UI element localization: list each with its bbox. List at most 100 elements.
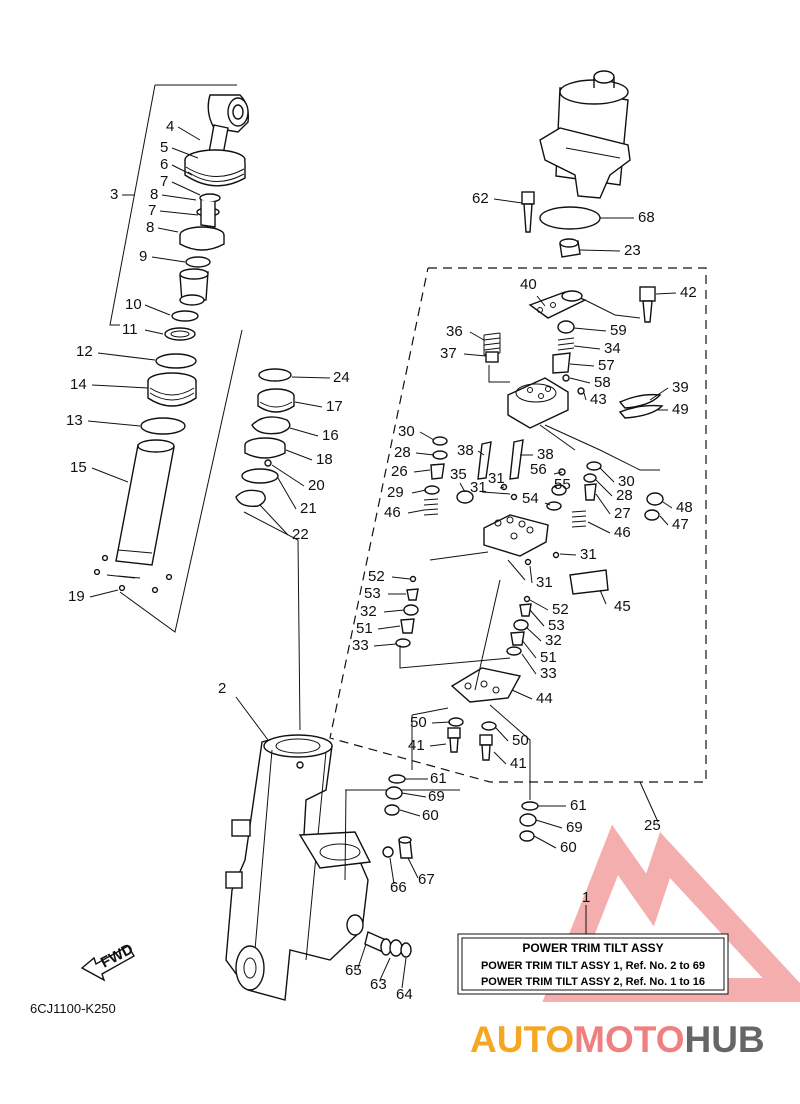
valve-block-parts (384, 286, 664, 842)
callout-68: 68 (638, 209, 655, 226)
callout-leader-15 (91, 467, 129, 483)
callout-54: 54 (522, 490, 539, 507)
seal-stack (235, 368, 301, 731)
callout-leader-39 (649, 387, 669, 401)
callout-leader-37 (463, 353, 487, 357)
callout-28: 28 (394, 444, 411, 461)
callout-leader-18 (285, 449, 313, 461)
callout-22: 22 (292, 526, 309, 543)
callout-leader-67 (407, 857, 419, 879)
info-box-line-1: POWER TRIM TILT ASSY 1, Ref. No. 2 to 69 (481, 960, 705, 972)
callout-30: 30 (398, 423, 415, 440)
callout-14: 14 (70, 376, 87, 393)
callout-57: 57 (598, 357, 615, 374)
callout-52: 52 (368, 568, 385, 585)
callout-leader-4 (177, 126, 201, 141)
cylinder-housing (225, 734, 460, 1001)
callout-leader-52 (529, 599, 549, 611)
callout-29: 29 (387, 484, 404, 501)
callout-35: 35 (450, 466, 467, 483)
callout-27: 27 (614, 505, 631, 522)
callout-leader-23 (579, 249, 621, 252)
callout-6: 6 (160, 156, 168, 173)
callout-58: 58 (594, 374, 611, 391)
callout-31: 31 (536, 574, 553, 591)
callout-25: 25 (644, 817, 661, 834)
callout-38: 38 (537, 446, 554, 463)
watermark-logo (542, 824, 800, 1002)
fwd-label: FWD (98, 940, 136, 971)
trim-motor (539, 70, 631, 258)
callout-69: 69 (566, 819, 583, 836)
callout-leader-46 (407, 509, 425, 514)
callout-56: 56 (530, 461, 547, 478)
callout-leader-2 (235, 696, 269, 741)
callout-49: 49 (672, 401, 689, 418)
callout-53: 53 (364, 585, 381, 602)
callout-leader-50 (495, 727, 509, 742)
callout-leader-45 (599, 589, 607, 605)
callout-53: 53 (548, 617, 565, 634)
callout-42: 42 (680, 284, 697, 301)
callout-18: 18 (316, 451, 333, 468)
callout-leader-64 (401, 957, 407, 989)
callout-19: 19 (68, 588, 85, 605)
callout-46: 46 (384, 504, 401, 521)
callout-66: 66 (390, 879, 407, 896)
callout-leader-28 (595, 479, 613, 497)
callout-leader-27 (595, 493, 611, 515)
callout-50: 50 (410, 714, 427, 731)
callout-5: 5 (160, 139, 168, 156)
callout-leader-32 (525, 626, 542, 642)
callout-15: 15 (70, 459, 87, 476)
callout-7: 7 (148, 202, 156, 219)
callout-2: 2 (218, 680, 226, 697)
callout-38: 38 (457, 442, 474, 459)
callout-leader-33 (373, 643, 397, 647)
callout-leader-35 (459, 482, 466, 493)
callout-32: 32 (360, 603, 377, 620)
callout-leader-43 (583, 392, 587, 401)
callout-8: 8 (146, 219, 154, 236)
callout-50: 50 (512, 732, 529, 749)
callout-21: 21 (300, 500, 317, 517)
watermark-auto: AUTO (470, 1019, 574, 1060)
callout-leader-30 (599, 467, 615, 483)
callout-leader-19 (89, 589, 119, 598)
callout-leader-57 (569, 363, 595, 367)
callout-16: 16 (322, 427, 339, 444)
callout-45: 45 (614, 598, 631, 615)
callout-leader-53 (529, 609, 545, 627)
callout-leader-56 (553, 471, 563, 475)
callout-37: 37 (440, 345, 457, 362)
callout-leader-50 (431, 721, 451, 724)
callout-leader-13 (87, 420, 141, 427)
callout-leader-7 (159, 210, 199, 216)
callout-31: 31 (580, 546, 597, 563)
callout-40: 40 (520, 276, 537, 293)
callout-20: 20 (308, 477, 325, 494)
callout-41: 41 (408, 737, 425, 754)
callout-leader-65 (357, 943, 367, 969)
callout-leader-8 (157, 227, 179, 233)
assembly-info-box: 1 POWER TRIM TILT ASSY POWER TRIM TILT A… (457, 889, 729, 995)
callout-leader-34 (573, 345, 601, 350)
callout-64: 64 (396, 986, 413, 1003)
callout-52: 52 (552, 601, 569, 618)
callout-59: 59 (610, 322, 627, 339)
watermark-text: AUTOMOTOHUB (470, 1019, 765, 1060)
callout-leader-8 (161, 194, 197, 201)
callout-33: 33 (540, 665, 557, 682)
housing-fittings (364, 836, 413, 958)
callout-69: 69 (428, 788, 445, 805)
callout-62: 62 (472, 190, 489, 207)
watermark-hub: HUB (684, 1019, 764, 1060)
bolt-62 (521, 191, 535, 233)
callout-leader-63 (379, 957, 391, 981)
callout-8: 8 (150, 186, 158, 203)
callout-leader-41 (429, 743, 447, 747)
callout-61: 61 (570, 797, 587, 814)
callout-leader-20 (271, 464, 305, 487)
info-box-title: POWER TRIM TILT ASSY (522, 941, 663, 955)
